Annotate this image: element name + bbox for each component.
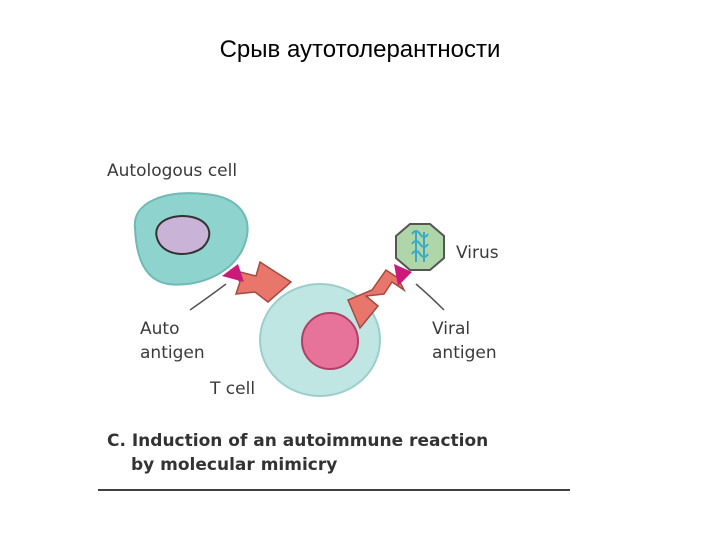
virus-capsid (395, 223, 445, 271)
t-cell-label: T cell (209, 379, 255, 399)
caption-line1: C. Induction of an autoimmune reaction (107, 431, 488, 451)
autologous-cell-nucleus (155, 215, 211, 255)
auto-antigen (222, 264, 244, 282)
virus (395, 223, 445, 271)
viral-antigen (394, 264, 412, 286)
autologous-cell (133, 192, 249, 286)
viral-antigen-label-line2: antigen (432, 343, 497, 363)
auto-antigen-pointer (189, 283, 227, 311)
virus-dna-icon (411, 230, 429, 262)
auto-antigen-label-line2: antigen (140, 343, 205, 363)
virus-label: Virus (456, 243, 499, 263)
t-cell-receptor-right (347, 268, 406, 330)
viral-antigen-label-line1: Viral (432, 319, 470, 339)
t-cell (259, 283, 381, 397)
slide-title: Срыв аутотолерантности (219, 36, 501, 63)
auto-antigen-label-line1: Auto (140, 319, 179, 339)
t-cell-nucleus (301, 312, 359, 370)
viral-antigen-pointer (415, 283, 445, 311)
autologous-cell-label: Autologous cell (107, 161, 237, 181)
caption-line2: by molecular mimicry (131, 455, 337, 475)
